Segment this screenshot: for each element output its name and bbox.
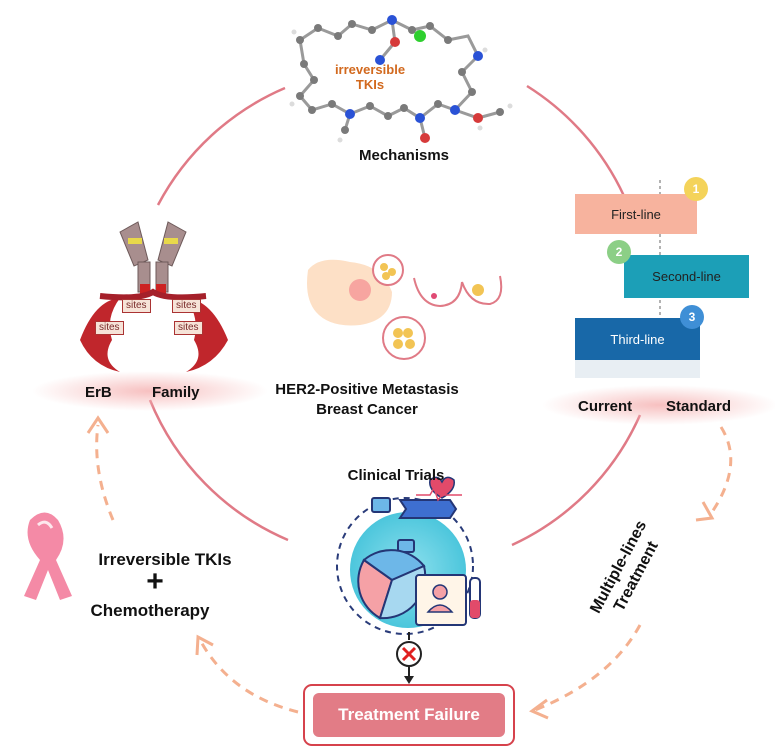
standard-glow [542, 385, 775, 425]
mechanisms-caption: Mechanisms [358, 147, 450, 164]
arrow-heads [86, 415, 715, 720]
tkis-line1: irreversible [334, 62, 406, 77]
arrowhead-multi [695, 501, 715, 522]
treatment-failure-box: Treatment Failure [303, 684, 515, 746]
dashed-arrows [95, 424, 733, 714]
molecule-icon [289, 15, 513, 143]
step-second-line: Second-line [624, 255, 749, 298]
cycle-arcs [148, 84, 642, 547]
site-label: sites [122, 299, 151, 313]
center-title-line1: HER2-Positive Metastasis [275, 381, 459, 398]
combo-line2: Chemotherapy [90, 601, 210, 620]
tkis-label: irreversible TKIs [335, 62, 405, 92]
arrowhead-failure [529, 698, 549, 720]
breast-icon [307, 259, 503, 326]
step-first-line: First-line [575, 194, 697, 234]
plus-icon: + [146, 565, 164, 598]
arrow-standard-to-multi [708, 426, 733, 516]
arrow-chemo-to-erb [95, 424, 115, 521]
standard-label: Standard [666, 398, 732, 415]
step-badge-1: 1 [684, 177, 708, 201]
steps-shadow [575, 360, 700, 378]
arc-left [148, 399, 289, 542]
site-label: sites [174, 321, 203, 335]
antibody-icon [80, 221, 228, 372]
step-third-line: Third-line [575, 318, 700, 360]
center-title-line2: Breast Cancer [316, 401, 418, 418]
site-label: sites [172, 299, 201, 313]
arrow-multi-to-failure [534, 624, 642, 712]
arc-top-left [156, 86, 286, 206]
treatment-failure-label: Treatment Failure [313, 693, 505, 737]
step-badge-2: 2 [607, 240, 631, 264]
arrow-failure-to-chemo [198, 639, 299, 714]
arc-top-right [526, 84, 626, 197]
fail-arrowhead [404, 676, 414, 684]
arrowhead-chemo [195, 634, 214, 656]
combo-line1: Irreversible TKIs [98, 550, 232, 569]
tkis-line2: TKIs [355, 77, 385, 92]
site-label: sites [95, 321, 124, 335]
erb-label: ErB [85, 384, 112, 401]
ribbon-icon [24, 512, 72, 600]
cell-icon [372, 254, 426, 360]
family-label: Family [152, 384, 200, 401]
cross-stroke-b [401, 646, 417, 662]
center-title: HER2-Positive Metastasis Breast Cancer [275, 380, 458, 420]
arrowhead-erb [86, 415, 110, 434]
clinical-trial-icon [336, 476, 481, 635]
step-badge-3: 3 [680, 305, 704, 329]
erb-glow [32, 371, 268, 411]
arc-right [511, 414, 642, 547]
current-label: Current [578, 398, 633, 415]
clinical-trials-caption: Clinical Trials [347, 467, 445, 484]
